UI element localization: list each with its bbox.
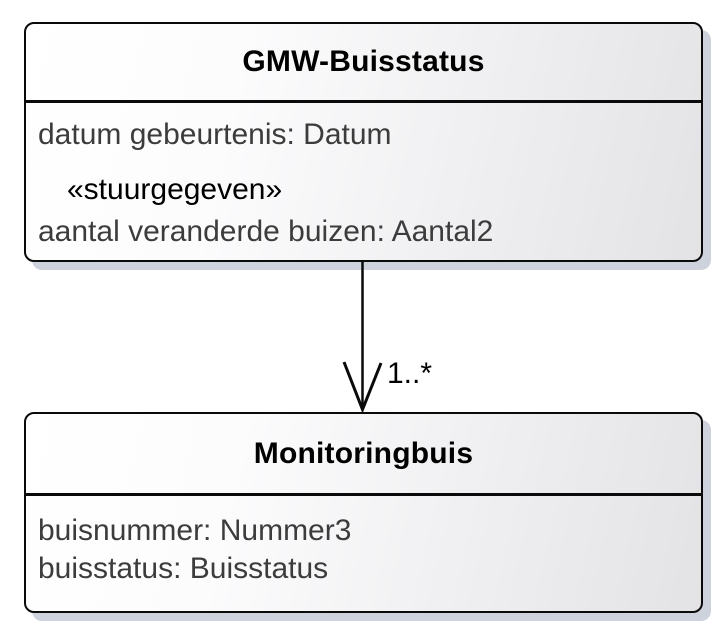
class-name: GMW-Buisstatus	[242, 45, 485, 78]
class-node-monitoringbuis[interactable]: Monitoringbuis buisnummer: Nummer3 buiss…	[24, 412, 703, 613]
attribute: aantal veranderde buizen: Aantal2	[38, 215, 494, 248]
class-title-bar: Monitoringbuis	[26, 414, 701, 496]
stereotype-label: «stuurgegeven»	[67, 173, 283, 206]
attribute: datum gebeurtenis: Datum	[38, 118, 392, 151]
attribute: buisnummer: Nummer3	[38, 514, 352, 547]
class-node-gmw-buisstatus[interactable]: GMW-Buisstatus datum gebeurtenis: Datum …	[24, 22, 703, 262]
attributes-compartment: buisnummer: Nummer3 buisstatus: Buisstat…	[26, 496, 701, 588]
open-arrowhead-icon	[342, 361, 383, 414]
attribute: buisstatus: Buisstatus	[38, 552, 329, 585]
attributes-compartment: datum gebeurtenis: Datum «stuurgegeven» …	[26, 103, 701, 251]
class-name: Monitoringbuis	[253, 436, 474, 470]
multiplicity-label: 1..*	[387, 357, 433, 390]
class-title-bar: GMW-Buisstatus	[26, 24, 701, 103]
